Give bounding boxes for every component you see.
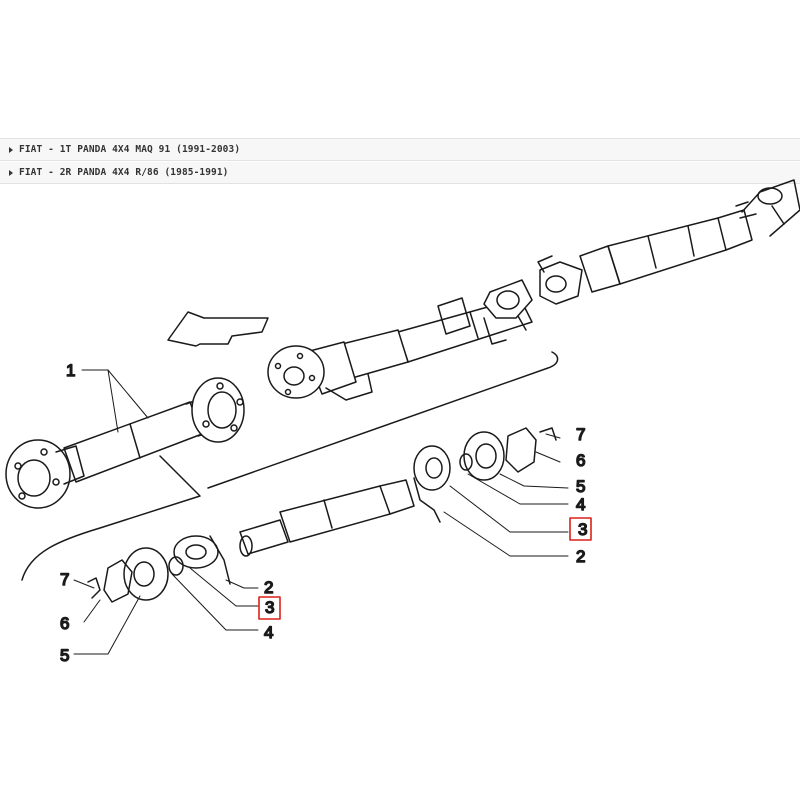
breadcrumb-list: FIAT - 1T PANDA 4X4 MAQ 91 (1991-2003) F… [0, 138, 800, 184]
callout-left-7: 7 [60, 570, 69, 589]
breadcrumb-label: FIAT - 1T PANDA 4X4 MAQ 91 (1991-2003) [19, 144, 241, 155]
callout-right-3-highlight [569, 517, 592, 541]
leader-lines [73, 369, 569, 655]
breadcrumb-panda-4x4-r86[interactable]: FIAT - 2R PANDA 4X4 R/86 (1985-1991) [0, 162, 800, 184]
callout-left-5: 5 [60, 646, 69, 665]
callout-right-5: 5 [576, 477, 585, 496]
callout-left-4: 4 [264, 623, 273, 642]
caret-right-icon [9, 146, 13, 153]
front-shaft-assembly [267, 329, 409, 401]
right-exploded-parts [413, 427, 557, 523]
detail-boundary-line [21, 351, 559, 581]
left-exploded-parts [87, 535, 231, 603]
callout-right-3: 3 [578, 520, 587, 539]
center-shaft-assembly [397, 279, 533, 363]
part-1-propeller-shaft [5, 377, 245, 509]
callout-left-3-highlight [258, 596, 281, 620]
callout-right-2: 2 [576, 547, 585, 566]
callout-1: 1 [66, 361, 75, 380]
exploded-center-shaft [239, 479, 415, 557]
direction-arrow [167, 311, 269, 347]
rear-shaft-assembly [537, 179, 800, 305]
callout-left-6: 6 [60, 614, 69, 633]
callout-right-4: 4 [576, 495, 585, 514]
callout-left-3: 3 [265, 598, 274, 617]
callout-left-2: 2 [264, 578, 273, 597]
breadcrumb-panda-4x4-maq-91[interactable]: FIAT - 1T PANDA 4X4 MAQ 91 (1991-2003) [0, 138, 800, 161]
caret-right-icon [9, 169, 13, 176]
callout-right-7: 7 [576, 425, 585, 444]
callout-right-6: 6 [576, 451, 585, 470]
breadcrumb-label: FIAT - 2R PANDA 4X4 R/86 (1985-1991) [19, 167, 229, 178]
